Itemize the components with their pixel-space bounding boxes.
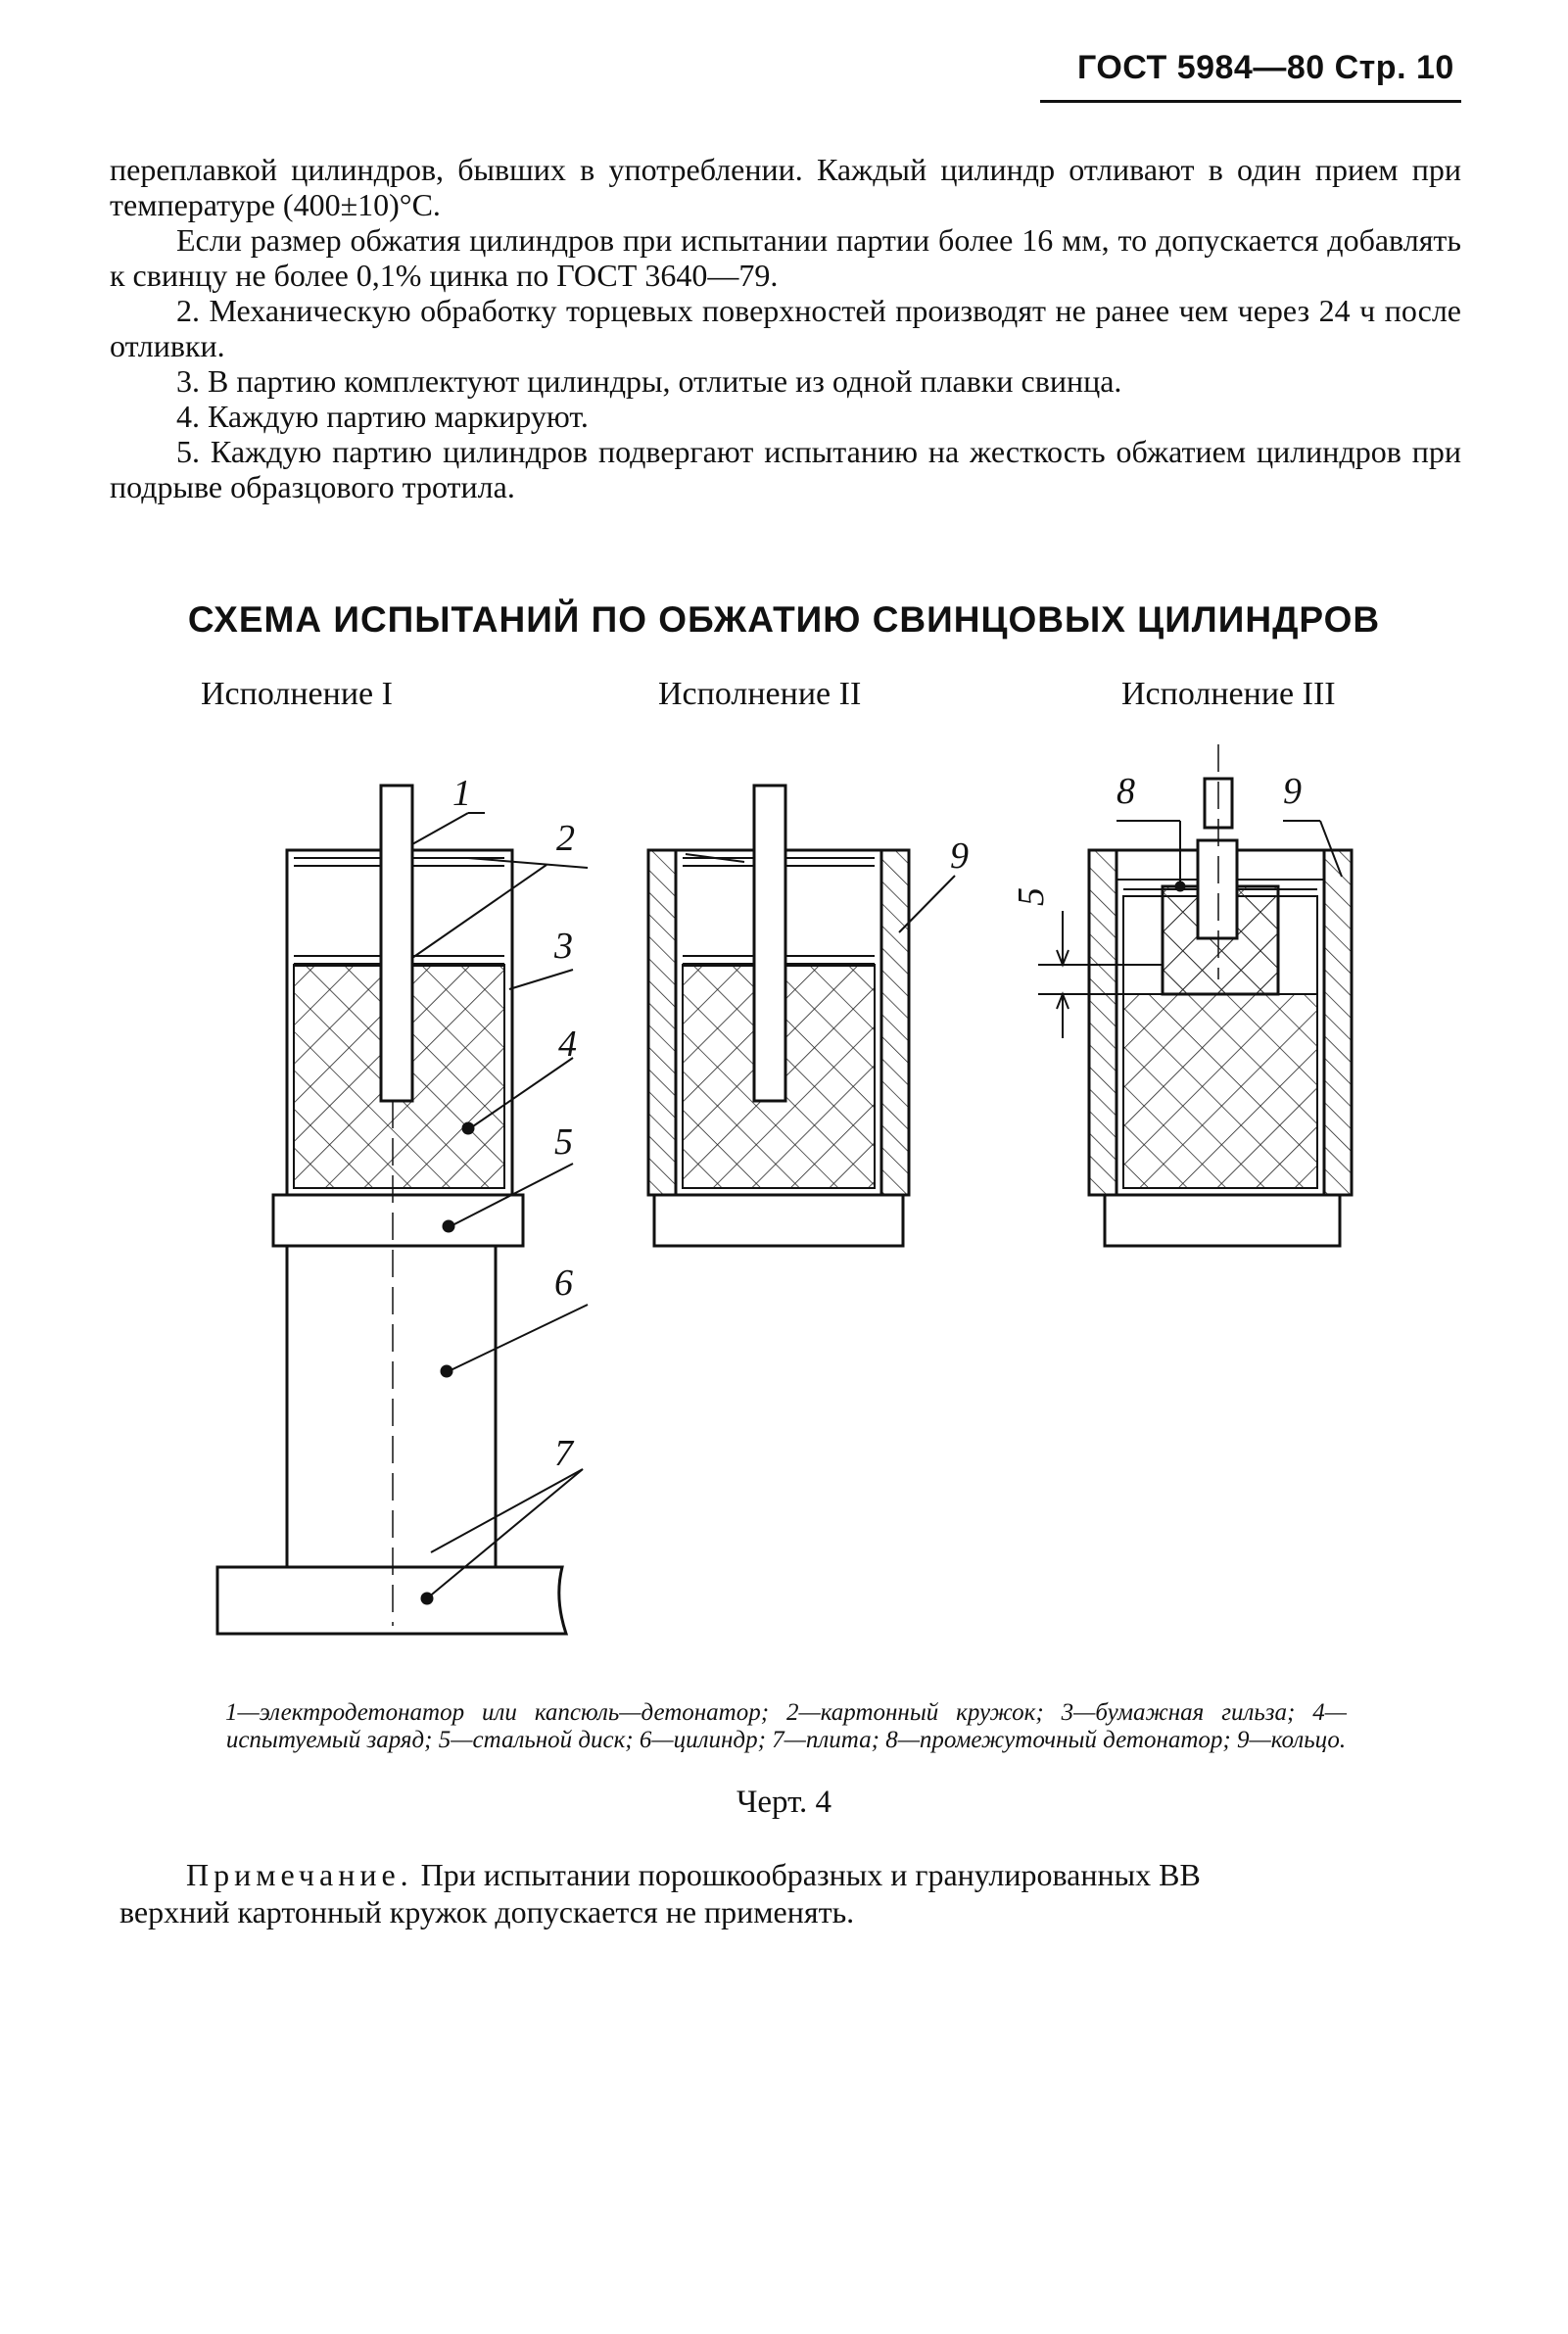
figure-caption: Черт. 4 (736, 1785, 832, 1820)
callout-1: 1 (452, 773, 471, 814)
callout-6: 6 (554, 1262, 573, 1304)
callout-dim-5: 5 (1011, 887, 1052, 906)
note-label: Примечание. (186, 1857, 413, 1892)
variant-label-3: Исполнение III (1121, 676, 1336, 712)
paragraph: 3. В партию комплектуют цилиндры, отлиты… (176, 363, 1122, 399)
header-rule (1040, 100, 1461, 103)
callout-8: 8 (1117, 771, 1135, 812)
scheme-title: СХЕМА ИСПЫТАНИЙ ПО ОБЖАТИЮ СВИНЦОВЫХ ЦИЛ… (187, 599, 1381, 640)
variant-label-1: Исполнение I (201, 676, 393, 712)
page-header: ГОСТ 5984—80 Стр. 10 (1077, 49, 1454, 86)
ring-left (646, 848, 678, 1197)
note-text: При испытании порошкообразных и гранулир… (420, 1857, 1201, 1892)
callout-5: 5 (554, 1121, 573, 1163)
callouts: 1 2 3 4 5 6 7 8 9 9 5 (452, 771, 1302, 1474)
paragraph: 4. Каждую партию маркируют. (176, 399, 589, 434)
note-continuation: верхний картонный кружок допускается не … (119, 1894, 855, 1929)
ring-right (879, 848, 911, 1197)
variant-2-drawing (646, 784, 956, 1248)
steel-disk (271, 1193, 525, 1248)
plate (215, 1565, 569, 1636)
paragraph: 2. Механическую обработку торцевых повер… (110, 293, 1461, 363)
variant-3-drawing (1038, 744, 1354, 1248)
callout-7: 7 (554, 1433, 575, 1474)
body-text: переплавкой цилиндров, бывших в употребл… (110, 152, 1461, 504)
figure-legend: 1—электродетонатор или капсюль—детонатор… (225, 1699, 1347, 1753)
callout-9b: 9 (1283, 771, 1302, 812)
variant-1-drawing (215, 784, 589, 1636)
variant-label-2: Исполнение II (658, 676, 862, 712)
callout-2: 2 (556, 818, 575, 859)
electro-detonator (379, 784, 414, 1103)
note-block: Примечание. При испытании порошкообразны… (119, 1856, 1461, 1930)
callout-9: 9 (950, 835, 969, 877)
callout-4: 4 (558, 1024, 577, 1065)
callout-3: 3 (553, 926, 573, 967)
paragraph: переплавкой цилиндров, бывших в употребл… (110, 152, 1461, 222)
paragraph: 5. Каждую партию цилиндров подвергают ис… (110, 434, 1461, 504)
paragraph: Если размер обжатия цилиндров при испыта… (110, 222, 1461, 293)
